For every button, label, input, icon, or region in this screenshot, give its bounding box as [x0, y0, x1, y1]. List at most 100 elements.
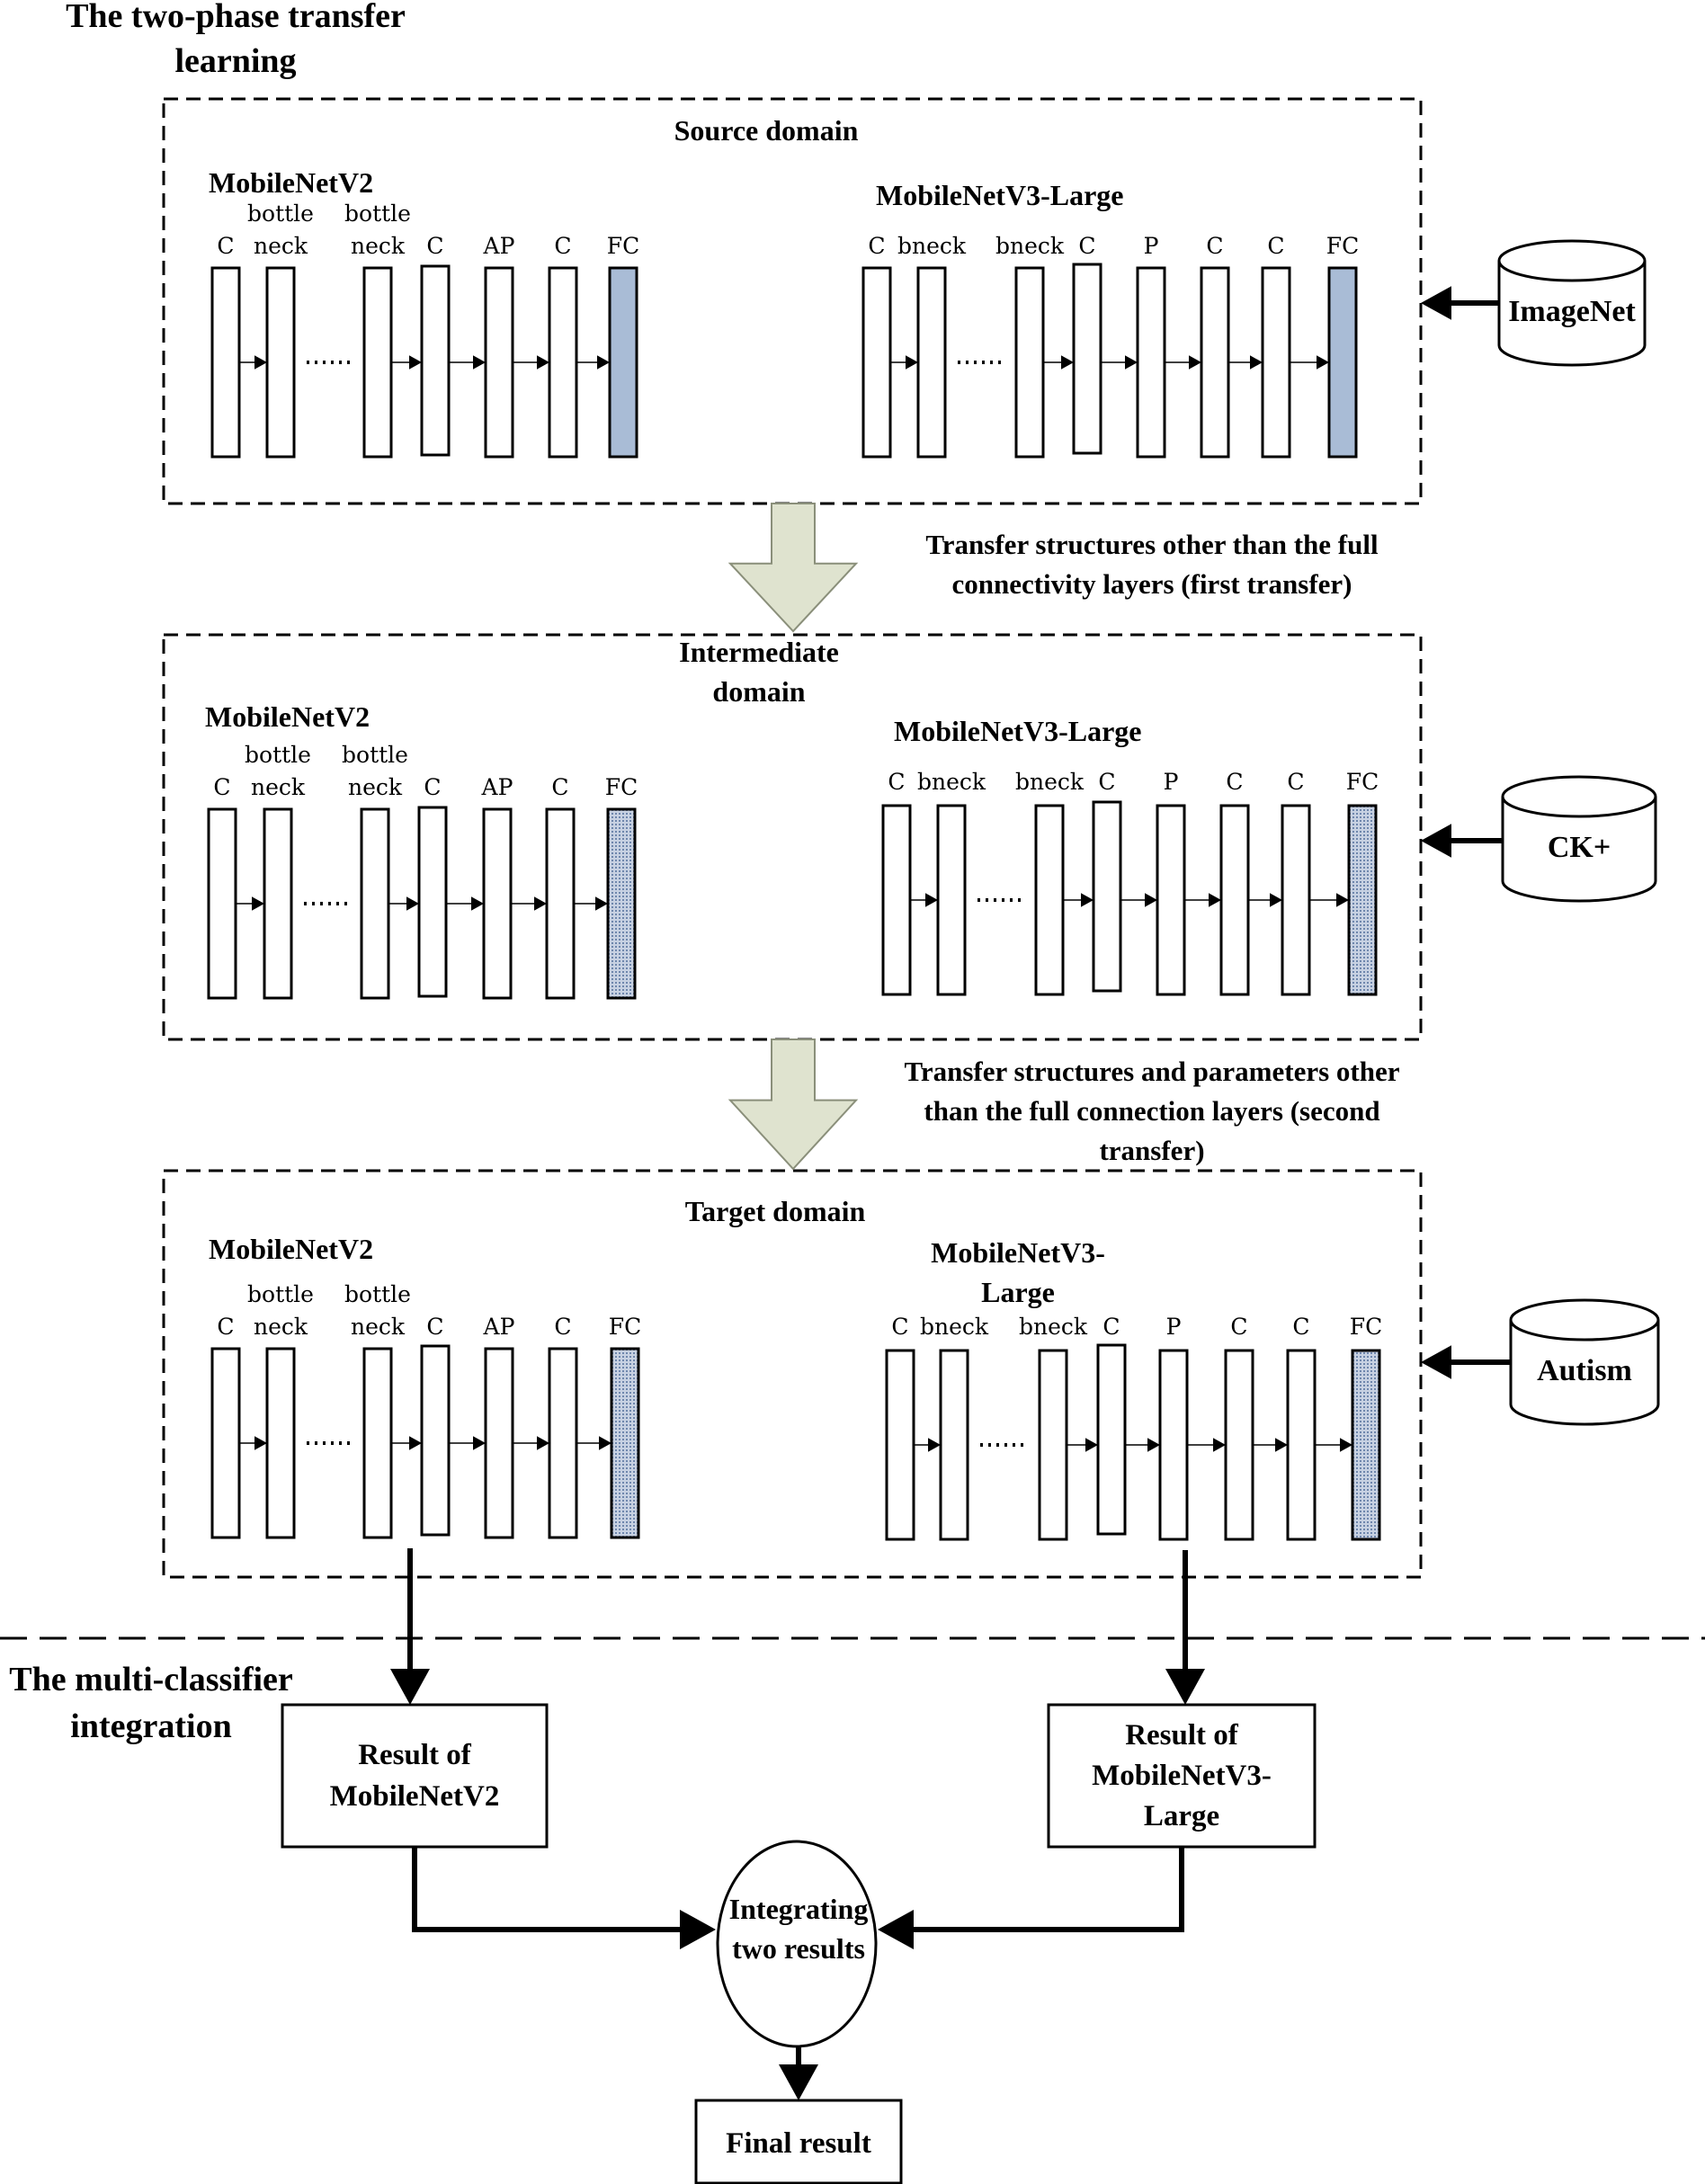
- layer-label: C: [551, 774, 568, 800]
- connector-arrow: [1145, 893, 1157, 907]
- connector-arrow: [1085, 1438, 1098, 1452]
- layer-block: [265, 1347, 296, 1539]
- layer-block: [1219, 804, 1250, 996]
- dataset-cylinder: [1501, 775, 1657, 903]
- v3-to-integrate-arrow: [878, 1910, 914, 1949]
- layer-block: [1014, 266, 1045, 459]
- connector-arrow: [1081, 893, 1094, 907]
- connector-arrow: [534, 896, 547, 911]
- dataset-label: Autism: [1537, 1354, 1632, 1387]
- layer-label: C: [1078, 233, 1095, 259]
- layer-block: [545, 807, 576, 1000]
- connector-arrow: [597, 355, 610, 370]
- layer-label: FC: [1326, 233, 1359, 259]
- layer-label: C: [1292, 1314, 1309, 1340]
- layer-block: [207, 807, 237, 1000]
- layer-label: bneck: [897, 233, 967, 259]
- layer-block: [484, 266, 514, 459]
- mobilenetv2-title: MobileNetV2: [209, 166, 373, 199]
- layer-label: C: [891, 1314, 908, 1340]
- final-result-label: Final result: [726, 2127, 871, 2160]
- connector-arrow: [409, 355, 422, 370]
- layer-block: [1096, 1343, 1127, 1536]
- layer-block: [881, 804, 912, 996]
- mobilenetv3-large-title: MobileNetV3-Large: [894, 715, 1141, 747]
- mobilenetv2-title: MobileNetV2: [205, 700, 370, 733]
- layer-block: [1261, 266, 1291, 459]
- layer-label: C: [868, 233, 885, 259]
- connector-arrow: [1270, 893, 1282, 907]
- connector-arrow: [537, 1436, 549, 1450]
- layer-label: bneck: [1015, 769, 1085, 795]
- layer-block: [1072, 263, 1102, 455]
- connector-arrow: [599, 1436, 611, 1450]
- transfer-arrow: [728, 503, 859, 633]
- layer-label: bneck: [920, 1314, 989, 1340]
- layer-block: [1158, 1349, 1189, 1541]
- fc-layer: [606, 807, 637, 1000]
- layer-label: bneck: [917, 769, 986, 795]
- layer-label: C: [217, 233, 234, 259]
- result-v3-box: [1047, 1703, 1317, 1849]
- connector-arrow: [537, 355, 549, 370]
- layer-block: [1224, 1349, 1254, 1541]
- layer-label: C: [888, 769, 905, 795]
- connector-arrow: [928, 1438, 941, 1452]
- v2-to-integrate-arrow: [680, 1910, 716, 1949]
- layer-block: [420, 264, 451, 457]
- connector-arrow: [1147, 1438, 1160, 1452]
- connector-arrow: [471, 896, 484, 911]
- layer-label: C: [1098, 769, 1115, 795]
- layer-block: [548, 266, 578, 459]
- transfer-arrow: [728, 1039, 859, 1171]
- layer-block: [1092, 800, 1122, 993]
- dataset-label: ImageNet: [1508, 295, 1636, 328]
- layer-block: [1286, 1349, 1317, 1541]
- domain-box: [162, 97, 1423, 505]
- connector-arrow: [1189, 355, 1201, 370]
- layer-label: C: [426, 1314, 443, 1340]
- layer-block: [484, 1347, 514, 1539]
- layer-block: [1034, 804, 1065, 996]
- layer-block: [861, 266, 892, 459]
- layer-block: [1156, 804, 1186, 996]
- dataset-arrow-head: [1421, 1345, 1451, 1379]
- layer-block: [1136, 266, 1166, 459]
- connector-arrow: [254, 355, 267, 370]
- layer-label: P: [1144, 233, 1159, 259]
- connector-arrow: [1275, 1438, 1288, 1452]
- v3-to-integrate-line: [914, 1847, 1184, 1932]
- layer-block: [420, 1344, 451, 1537]
- connector-arrow: [1125, 355, 1138, 370]
- connector-arrow: [406, 896, 419, 911]
- connector-arrow: [925, 893, 938, 907]
- v2-to-integrate-line: [412, 1847, 680, 1932]
- mobilenetv2-title: MobileNetV2: [209, 1233, 373, 1265]
- dataset-arrow-head: [1421, 286, 1451, 320]
- layer-label: FC: [605, 774, 638, 800]
- connector-arrow: [1250, 355, 1263, 370]
- layer-label: C: [217, 1314, 234, 1340]
- layer-block: [1038, 1349, 1068, 1541]
- layer-block: [362, 266, 393, 459]
- layer-block: [1281, 804, 1311, 996]
- layer-label: P: [1166, 1314, 1182, 1340]
- dataset-arrow-head: [1421, 824, 1451, 858]
- fc-layer: [1351, 1349, 1381, 1541]
- layer-block: [360, 807, 390, 1000]
- domain-title: Source domain: [674, 114, 859, 147]
- layer-block: [417, 806, 448, 998]
- layer-label: FC: [607, 233, 639, 259]
- transfer-text-second: Transfer structures and parameters other…: [904, 1056, 1399, 1166]
